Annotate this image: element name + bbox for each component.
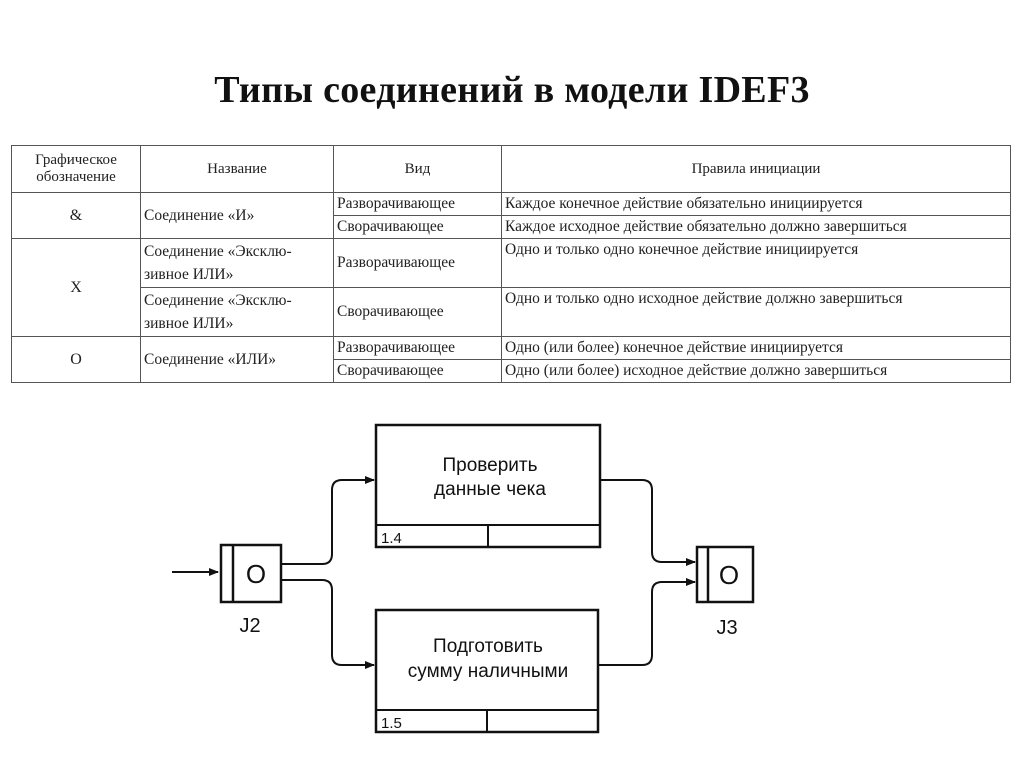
cell-symbol-or: O bbox=[11, 336, 141, 383]
arrow-top-to-j3 bbox=[600, 479, 696, 566]
activity-top-number: 1.4 bbox=[381, 530, 402, 547]
cell-rule: Одно и только одно исходное действие дол… bbox=[501, 287, 1011, 337]
table-row: Сворачивающее Одно (или более) исходное … bbox=[12, 359, 1011, 383]
header-name: Название bbox=[140, 145, 334, 193]
header-symbol: Графическое обозначение bbox=[11, 145, 141, 193]
activity-top-line2: данные чека bbox=[434, 479, 546, 500]
junction-j3-symbol: O bbox=[719, 560, 739, 590]
junction-j3: O J3 bbox=[695, 545, 755, 639]
cell-kind: Разворачивающее bbox=[333, 336, 502, 360]
header-kind: Вид bbox=[333, 145, 502, 193]
table-row: Соединение «Эксклю-зивное ИЛИ» Сворачива… bbox=[12, 287, 1011, 337]
cell-name: Соединение «И» bbox=[140, 192, 334, 239]
cell-kind: Сворачивающее bbox=[333, 215, 502, 239]
activity-top-line1: Проверить bbox=[442, 455, 537, 476]
junction-j2-symbol: O bbox=[246, 559, 266, 589]
cell-kind: Сворачивающее bbox=[333, 287, 502, 337]
header-rule: Правила инициации bbox=[501, 145, 1011, 193]
junction-j3-label: J3 bbox=[716, 617, 737, 639]
activity-bottom-line2: сумму наличными bbox=[408, 661, 568, 682]
cell-name: Соединение «Эксклю-зивное ИЛИ» bbox=[140, 287, 334, 337]
table-row: Сворачивающее Каждое исходное действие о… bbox=[12, 215, 1011, 239]
cell-rule: Одно (или более) исходное действие должн… bbox=[501, 359, 1011, 383]
table-row: X Соединение «Эксклю-зивное ИЛИ» Развора… bbox=[11, 238, 1011, 337]
cell-symbol-and: & bbox=[11, 192, 141, 239]
activity-bottom-number: 1.5 bbox=[381, 715, 402, 732]
junction-types-table: Графическое обозначение Название Вид Пра… bbox=[11, 145, 1011, 383]
cell-rule: Одно (или более) конечное действие иници… bbox=[501, 336, 1011, 360]
arrow-j2-to-bottom bbox=[282, 579, 375, 669]
cell-rule: Одно и только одно конечное действие ини… bbox=[501, 238, 1011, 288]
activity-bottom-line1: Подготовить bbox=[433, 636, 543, 657]
cell-kind: Разворачивающее bbox=[333, 192, 502, 216]
cell-symbol-xor: X bbox=[11, 238, 141, 337]
table-row: & Соединение «И» Разворачивающее Каждое … bbox=[11, 192, 1011, 239]
arrow-j2-to-top bbox=[282, 476, 375, 565]
idef3-example-diagram: O J2 O J3 Проверить данные чека 1.4 Подг… bbox=[172, 423, 755, 734]
cell-name: Соединение «ИЛИ» bbox=[140, 336, 334, 383]
cell-rule: Каждое конечное действие обязательно ини… bbox=[501, 192, 1011, 216]
slide-title: Типы соединений в модели IDEF3 bbox=[214, 69, 810, 111]
junction-j2-label: J2 bbox=[239, 615, 260, 637]
activity-box-prepare-cash: Подготовить сумму наличными 1.5 bbox=[374, 608, 600, 734]
cell-kind: Сворачивающее bbox=[333, 359, 502, 383]
table-row: O Соединение «ИЛИ» Разворачивающее Одно … bbox=[11, 336, 1011, 383]
arrow-bottom-to-j3 bbox=[598, 578, 696, 666]
arrows bbox=[172, 476, 696, 669]
cell-name: Соединение «Эксклю-зивное ИЛИ» bbox=[140, 238, 334, 288]
cell-kind: Разворачивающее bbox=[333, 238, 502, 288]
table-header-row: Графическое обозначение Название Вид Пра… bbox=[11, 145, 1011, 193]
activity-box-check-receipt: Проверить данные чека 1.4 bbox=[374, 423, 602, 549]
cell-rule: Каждое исходное действие обязательно дол… bbox=[501, 215, 1011, 239]
junction-j2: O J2 bbox=[219, 543, 283, 637]
